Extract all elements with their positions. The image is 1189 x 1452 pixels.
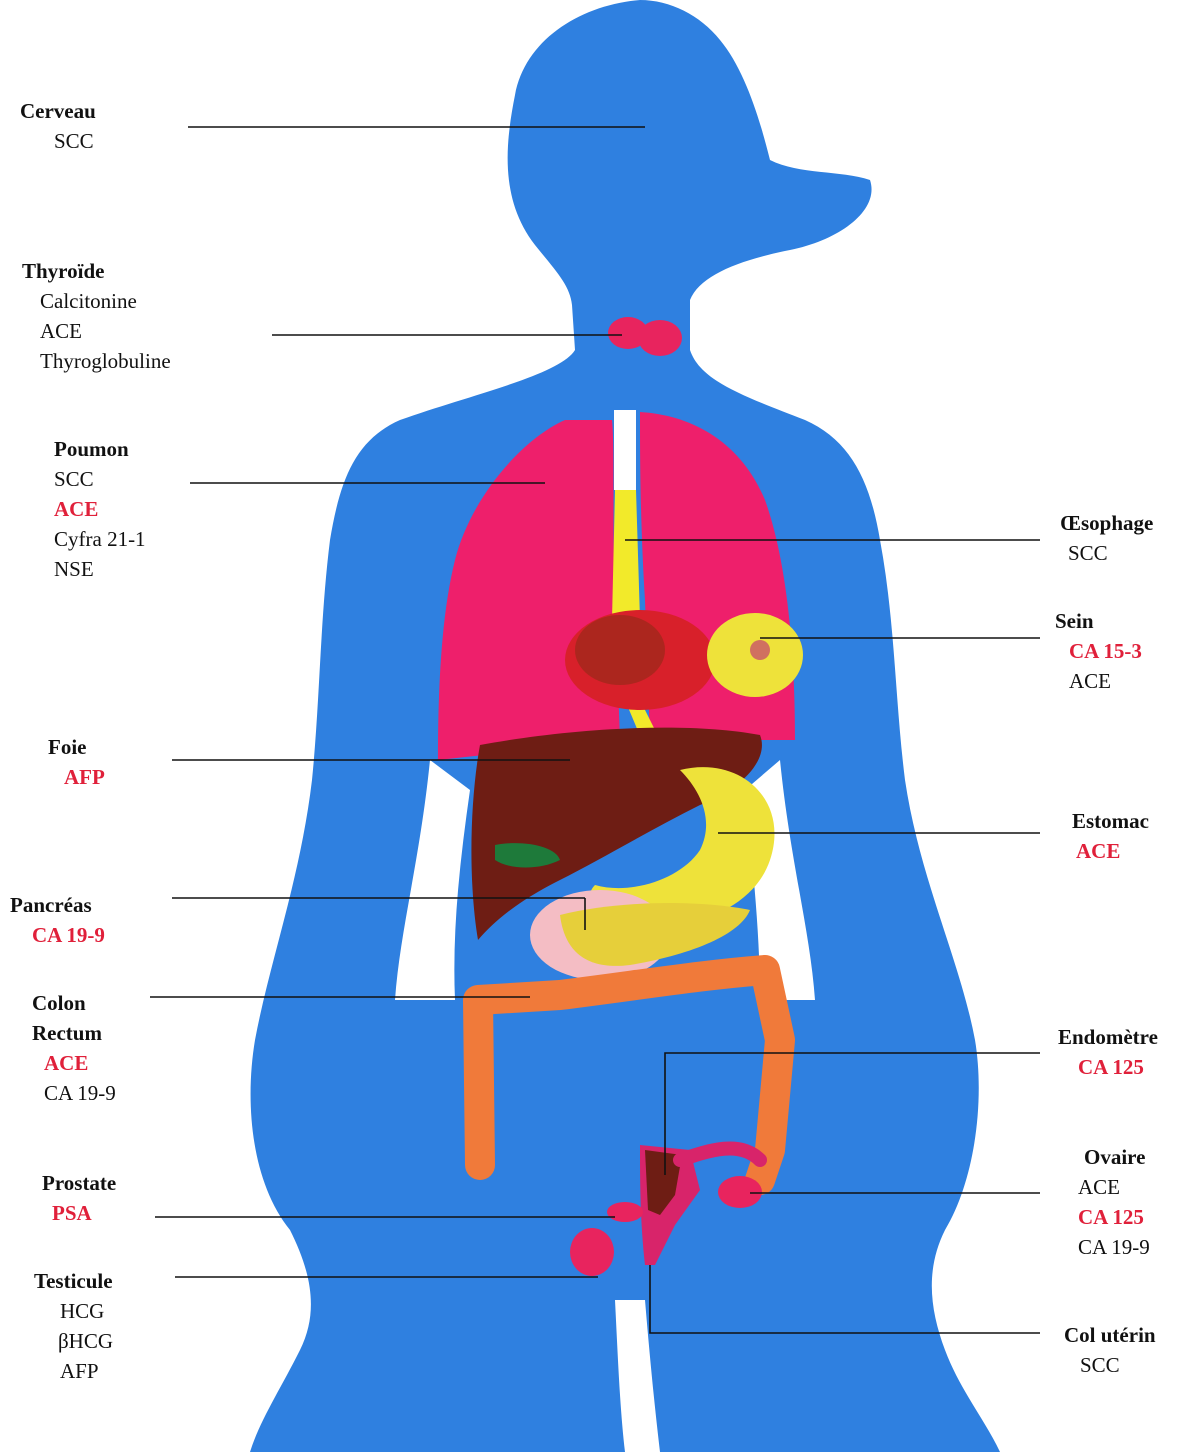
- organ-name: Colon: [32, 988, 116, 1018]
- label-pancreas: Pancréas CA 19-9: [10, 890, 105, 950]
- marker-highlight: CA 125: [1078, 1202, 1150, 1232]
- trachea: [614, 410, 636, 490]
- marker: HCG: [34, 1296, 113, 1326]
- organ-name: Pancréas: [10, 890, 105, 920]
- organ-name: Testicule: [34, 1266, 113, 1296]
- label-ovaire: Ovaire ACE CA 125 CA 19-9: [1078, 1142, 1150, 1262]
- marker: CA 19-9: [1078, 1232, 1150, 1262]
- marker-highlight: CA 19-9: [10, 920, 105, 950]
- marker: Calcitonine: [22, 286, 171, 316]
- marker: SCC: [54, 464, 146, 494]
- label-testicule: Testicule HCG βHCG AFP: [34, 1266, 113, 1386]
- marker: Cyfra 21-1: [54, 524, 146, 554]
- marker-highlight: ACE: [54, 494, 146, 524]
- marker: SCC: [20, 126, 96, 156]
- organ-name: Poumon: [54, 434, 146, 464]
- label-estomac: Estomac ACE: [1072, 806, 1149, 866]
- testicle-organ: [570, 1228, 614, 1276]
- body-silhouette: [250, 0, 1000, 1452]
- marker: NSE: [54, 554, 146, 584]
- ovary-organ: [718, 1176, 762, 1208]
- marker: ACE: [1055, 666, 1142, 696]
- prostate-organ: [607, 1202, 643, 1222]
- organ-name: Estomac: [1072, 806, 1149, 836]
- marker: SCC: [1064, 1350, 1156, 1380]
- marker-highlight: ACE: [1072, 836, 1149, 866]
- label-endometre: Endomètre CA 125: [1058, 1022, 1158, 1082]
- heart-dark: [575, 615, 665, 685]
- marker: SCC: [1060, 538, 1153, 568]
- label-col-uterin: Col utérin SCC: [1064, 1320, 1156, 1380]
- marker: AFP: [34, 1356, 113, 1386]
- organ-name: Endomètre: [1058, 1022, 1158, 1052]
- label-oesophage: Œsophage SCC: [1060, 508, 1153, 568]
- marker: βHCG: [34, 1326, 113, 1356]
- marker-highlight: PSA: [42, 1198, 116, 1228]
- marker-highlight: ACE: [32, 1048, 116, 1078]
- marker: Thyroglobuline: [22, 346, 171, 376]
- organ-name: Ovaire: [1078, 1142, 1150, 1172]
- label-prostate: Prostate PSA: [42, 1168, 116, 1228]
- label-thyroide: Thyroïde Calcitonine ACE Thyroglobuline: [22, 256, 171, 376]
- organ-name: Cerveau: [20, 96, 96, 126]
- marker-highlight: CA 15-3: [1055, 636, 1142, 666]
- marker: ACE: [1078, 1172, 1150, 1202]
- organ-name-2: Rectum: [32, 1018, 116, 1048]
- label-foie: Foie AFP: [48, 732, 105, 792]
- marker: ACE: [22, 316, 171, 346]
- organ-name: Sein: [1055, 606, 1142, 636]
- label-cerveau: Cerveau SCC: [20, 96, 96, 156]
- label-sein: Sein CA 15-3 ACE: [1055, 606, 1142, 696]
- marker: CA 19-9: [32, 1078, 116, 1108]
- organ-name: Col utérin: [1064, 1320, 1156, 1350]
- marker-highlight: CA 125: [1058, 1052, 1158, 1082]
- organ-name: Thyroïde: [22, 256, 171, 286]
- label-poumon: Poumon SCC ACE Cyfra 21-1 NSE: [54, 434, 146, 584]
- organ-name: Œsophage: [1060, 508, 1153, 538]
- marker-highlight: AFP: [48, 762, 105, 792]
- label-colon-rectum: Colon Rectum ACE CA 19-9: [32, 988, 116, 1108]
- breast-spot: [750, 640, 770, 660]
- organ-name: Foie: [48, 732, 105, 762]
- esophagus-organ: [612, 490, 640, 620]
- organ-name: Prostate: [42, 1168, 116, 1198]
